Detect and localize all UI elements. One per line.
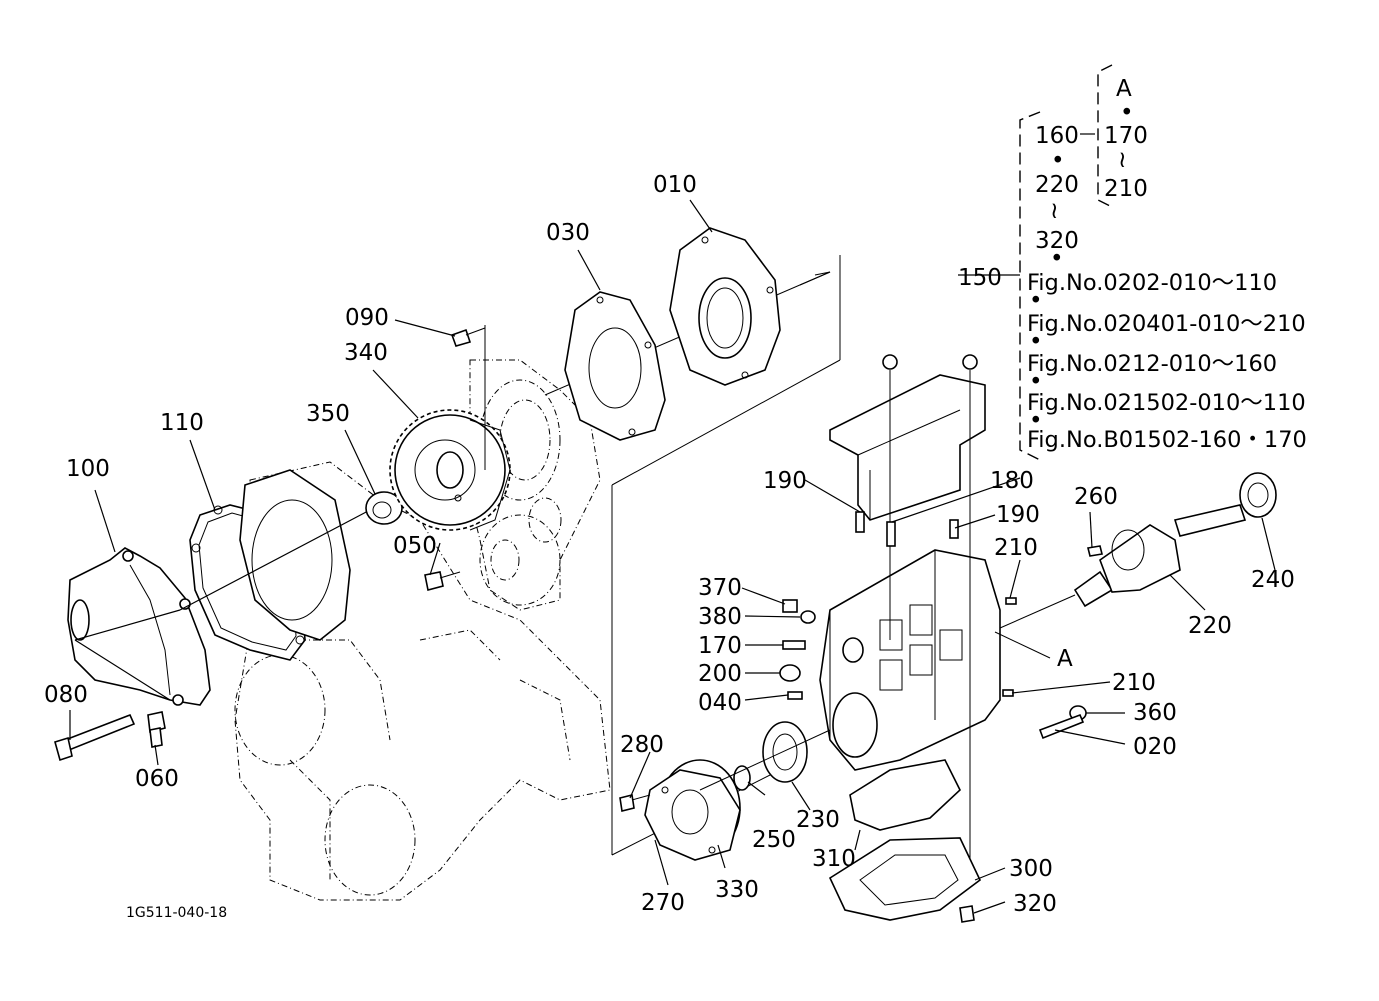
label-280: 280 [620,732,664,758]
idle-gear-340 [389,409,511,531]
label-190-a: 190 [763,468,807,494]
label-330: 330 [715,877,759,903]
label-340: 340 [344,340,388,366]
label-080: 080 [44,682,88,708]
label-170: 170 [698,633,742,659]
label-090: 090 [345,305,389,331]
fig-ref-4: Fig.No.021502-010～110 [1027,390,1306,416]
label-a-housing: A [1057,646,1073,672]
label-190-b: 190 [996,502,1040,528]
label-260: 260 [1074,484,1118,510]
bolt-060 [147,711,166,748]
label-220-shaft: 220 [1188,613,1232,639]
plate-300 [828,837,982,921]
cap-200 [779,664,801,682]
label-200: 200 [698,661,742,687]
gasket-plate-030 [564,291,666,441]
cover-housing-100 [67,547,211,706]
kit-note-150: 150 160 • 220 ≀ 320 • A • 170 ≀ 210 Fig.… [958,76,1307,453]
stud-170 [782,640,806,650]
label-320-kit: 320 [1035,228,1079,254]
bolt-050 [424,571,461,591]
fig-ref-1: Fig.No.0202-010～110 [1027,270,1277,296]
washer-380 [800,610,816,624]
label-220-kit: 220 [1035,172,1079,198]
cover-plate-010 [669,227,781,386]
bolt-090 [450,325,486,470]
fig-ref-5: Fig.No.B01502-160・170 [1027,427,1307,453]
camshaft-220 [999,504,1247,629]
pin-210a [1005,597,1017,605]
leader-lines [69,133,1276,914]
bearing-230 [762,721,808,783]
label-350: 350 [306,401,350,427]
label-100: 100 [66,456,110,482]
kit-dot-6: • [1029,369,1043,395]
label-370: 370 [698,575,742,601]
label-180: 180 [990,468,1034,494]
kit-dot-5: • [1029,329,1043,355]
front-case-outline [239,469,351,641]
label-170-kit: 170 [1104,123,1148,149]
stud-020 [1038,713,1085,740]
spring-180 [886,521,896,547]
kit-dot-2: • [1050,246,1064,272]
fig-ref-2: Fig.No.020401-010～210 [1027,311,1306,337]
part-labels: 010 030 090 340 350 110 100 050 080 060 … [44,172,1295,917]
bolt-080 [54,713,136,762]
fig-ref-3: Fig.No.0212-010～160 [1027,351,1277,377]
gasket-310 [849,759,961,831]
label-160: 160 [1035,123,1079,149]
kit-dot-1: • [1051,148,1065,174]
label-310: 310 [812,846,856,872]
pin-040 [787,691,803,700]
kit-dot-4: • [1029,288,1043,314]
figure-code: 1G511-040-18 [126,905,227,921]
plug-370 [782,599,798,613]
label-a-kit: A [1116,76,1132,102]
label-040: 040 [698,690,742,716]
label-230: 230 [796,807,840,833]
label-150: 150 [958,265,1002,291]
pin-190a [855,511,865,533]
label-210-b: 210 [1112,670,1156,696]
label-240: 240 [1251,567,1295,593]
bolt-320 [959,905,975,923]
label-250: 250 [752,827,796,853]
kit-tilde-1: ≀ [1050,198,1059,224]
label-270: 270 [641,890,685,916]
label-060: 060 [135,766,179,792]
label-380: 380 [698,604,742,630]
label-010: 010 [653,172,697,198]
pin-190b [949,519,959,539]
cover-330 [644,759,741,861]
bearing-240 [1239,472,1277,518]
label-210-kit: 210 [1104,176,1148,202]
pump-housing [819,354,1001,771]
kit-tilde-2: ≀ [1118,147,1127,173]
label-050: 050 [393,533,437,559]
label-020: 020 [1133,734,1177,760]
key-260 [1087,545,1103,557]
label-030: 030 [546,220,590,246]
kit-dot-3: • [1120,100,1134,126]
kit-dot-7: • [1029,408,1043,434]
label-210-a: 210 [994,535,1038,561]
bolt-280 [619,794,651,812]
pin-210b [1002,689,1014,697]
label-300: 300 [1009,856,1053,882]
label-360: 360 [1133,700,1177,726]
label-110: 110 [160,410,204,436]
oil-seal-350 [365,491,403,525]
kit-bracket [1019,64,1113,461]
label-320-bolt: 320 [1013,891,1057,917]
